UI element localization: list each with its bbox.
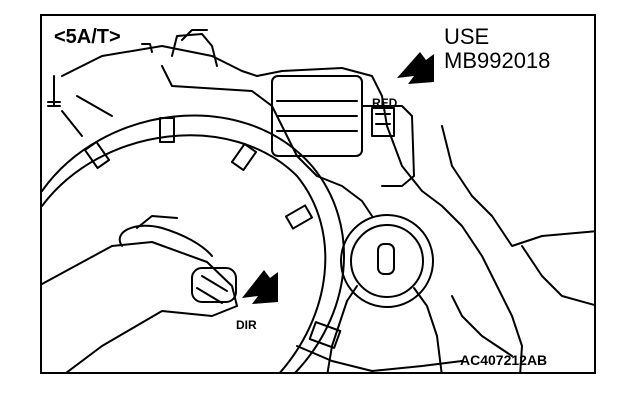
shaft-lever [42,241,238,372]
left-bolt [47,75,61,107]
variant-leader [141,43,153,53]
right-casting [441,125,594,247]
housing-outline [61,45,523,372]
rotor-socket-inner [350,224,424,298]
special-tool-number: MB992018 [444,48,551,73]
disc-segment [230,142,258,172]
rotor-socket-outer [340,214,434,308]
bracket-top [171,33,218,67]
sensor-body [271,75,363,157]
shaft-hub [191,267,237,303]
clamp-band [308,321,342,349]
disc-segment [83,140,111,170]
variant-label: <5A/T> [54,26,121,48]
bracket-top-2 [181,29,208,41]
rotor-key-slot [377,243,395,275]
disc-segment [284,204,314,230]
diagram-frame: <5A/T> USE MB992018 RED DIR AC407212AB [40,14,596,374]
housing-inner [161,65,373,217]
special-tool-use-label: USE [444,24,490,49]
engine-illustration [42,29,594,372]
disc-segment [159,117,175,143]
dir-mark-label: DIR [236,318,257,332]
red-connector [371,107,395,137]
figure-code: AC407212AB [460,352,548,368]
arrow-dir-indicator [242,270,278,304]
red-mark-label: RED [372,96,398,110]
inhibitor-switch-disc [42,114,346,372]
arrow-red-indicator [397,52,434,84]
